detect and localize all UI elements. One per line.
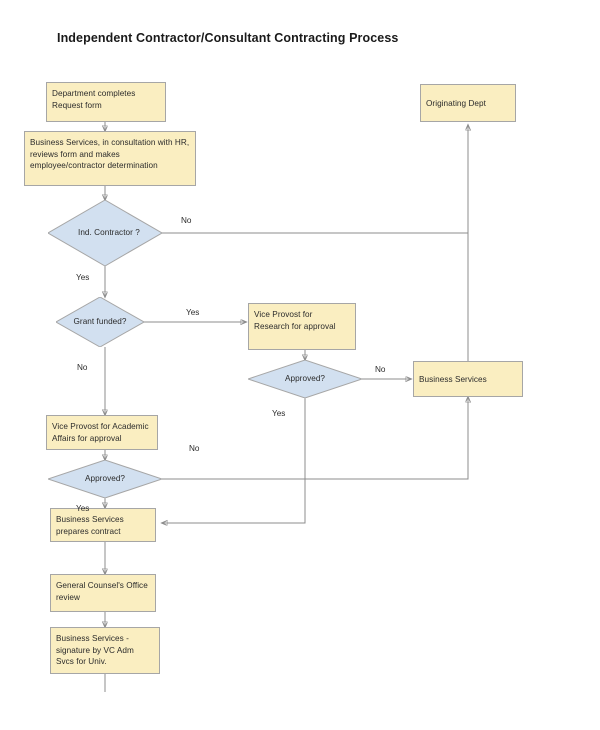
- node-label: Business Services prepares contract: [56, 515, 124, 536]
- page-title: Independent Contractor/Consultant Contra…: [57, 31, 399, 45]
- diamond-shape: [48, 200, 162, 266]
- node-ind-contractor-decision[interactable]: Ind. Contractor ?: [48, 200, 162, 266]
- edge-label-grant-funded-yes: Yes: [186, 308, 200, 317]
- node-grant-funded-decision[interactable]: Grant funded?: [56, 297, 144, 347]
- node-label: Business Services, in consultation with …: [30, 138, 190, 170]
- node-department-request[interactable]: Department completes Request form: [46, 82, 166, 122]
- node-vp-academic-affairs[interactable]: Vice Provost for Academic Affairs for ap…: [46, 415, 158, 450]
- node-general-counsel[interactable]: General Counsel's Office review: [50, 574, 156, 612]
- edge-label-approved-research-yes: Yes: [272, 409, 286, 418]
- diamond-shape: [56, 297, 144, 347]
- node-label: Ind. Contractor ?: [78, 228, 140, 238]
- wire-approved-academic-no: [162, 397, 468, 480]
- node-business-services-review[interactable]: Business Services, in consultation with …: [24, 131, 196, 186]
- edge-label-ind-contractor-no: No: [181, 216, 192, 225]
- edge-label-approved-research-no: No: [375, 365, 386, 374]
- edge-label-ind-contractor-yes: Yes: [76, 273, 90, 282]
- node-label: Originating Dept: [426, 98, 486, 108]
- node-label: Approved?: [284, 374, 326, 384]
- node-approved-research-decision[interactable]: Approved?: [248, 360, 362, 398]
- node-business-services-right[interactable]: Business Services: [413, 361, 523, 397]
- node-vp-research[interactable]: Vice Provost for Research for approval: [248, 303, 356, 350]
- node-label: Business Services - signature by VC Adm …: [56, 634, 134, 666]
- edge-label-approved-academic-no: No: [189, 444, 200, 453]
- edge-label-grant-funded-no: No: [77, 363, 88, 372]
- node-approved-academic-decision[interactable]: Approved?: [48, 460, 162, 498]
- diamond-shape: [48, 460, 162, 498]
- edge-label-approved-academic-yes: Yes: [76, 504, 90, 513]
- diamond-shape: [248, 360, 362, 398]
- node-label: Vice Provost for Research for approval: [254, 310, 336, 331]
- node-label: Department completes Request form: [52, 89, 136, 110]
- node-prepares-contract[interactable]: Business Services prepares contract: [50, 508, 156, 542]
- node-label: Approved?: [84, 474, 126, 484]
- node-label: General Counsel's Office review: [56, 581, 148, 602]
- node-label: Business Services: [419, 374, 487, 384]
- node-label: Vice Provost for Academic Affairs for ap…: [52, 422, 149, 443]
- node-signature-vc[interactable]: Business Services - signature by VC Adm …: [50, 627, 160, 674]
- node-originating-dept[interactable]: Originating Dept: [420, 84, 516, 122]
- node-label: Grant funded?: [73, 317, 127, 327]
